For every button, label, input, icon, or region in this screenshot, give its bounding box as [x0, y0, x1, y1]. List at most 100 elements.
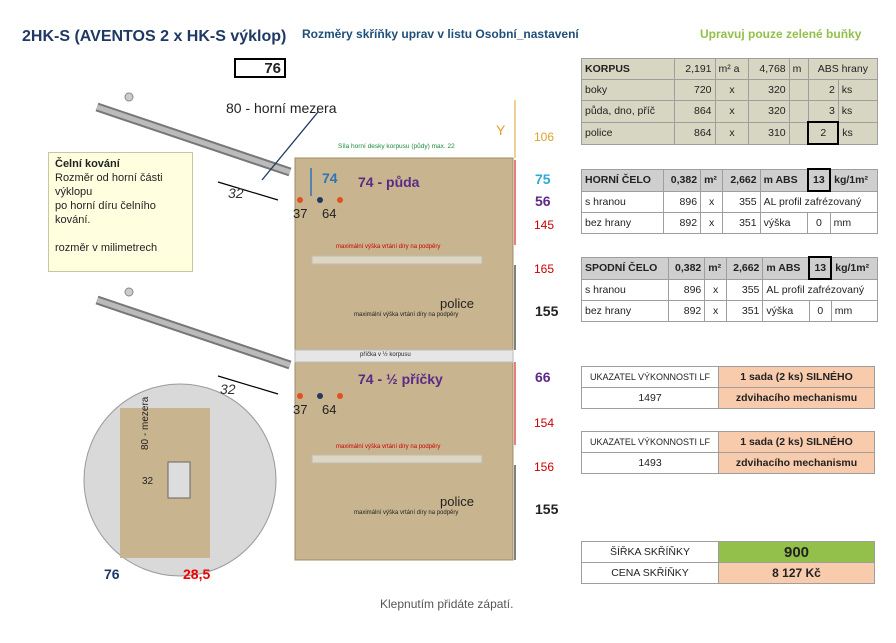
side-num-155b: 155: [535, 501, 559, 517]
police-label-1: police: [440, 296, 474, 311]
lf-table-1: UKAZATEL VÝKONNOSTI LF 1 sada (2 ks) SIL…: [581, 366, 875, 409]
sirka-label: ŠÍŘKA SKŘÍŇKY: [581, 541, 719, 563]
row-u: ks: [837, 100, 879, 123]
lf-value: 1497: [581, 387, 719, 409]
drill-point: [337, 197, 343, 203]
lift-arm-bottom-inner: [96, 297, 291, 368]
lf-label: UKAZATEL VÝKONNOSTI LF: [581, 431, 719, 453]
footer-placeholder[interactable]: Klepnutím přidáte zápatí.: [380, 597, 514, 611]
y-label: Y: [496, 122, 506, 138]
drill-point: [337, 393, 343, 399]
cena-value: 8 127 Kč: [718, 562, 875, 584]
horni-m2: m²: [700, 168, 724, 192]
cabinet-drawing: 32 32: [83, 92, 516, 577]
detail-gap-label: 80 - mezera: [140, 396, 151, 450]
detail-hinge: [167, 461, 191, 499]
row-b: 310: [748, 121, 790, 145]
row-b: 320: [748, 79, 790, 101]
row-name: boky: [580, 79, 676, 101]
max-height-3: maximální výška vrtání díry na podpěry: [336, 444, 441, 450]
row-name: police: [580, 121, 676, 145]
side-num-145: 145: [534, 218, 555, 232]
spodni-area: 0,382: [667, 256, 706, 280]
max-height-2: maximální výška vrtání díry na podpěry: [354, 312, 459, 318]
spodni-len: 2,662: [725, 256, 764, 280]
horni-label: HORNÍ ČELO: [581, 168, 664, 192]
side-num-106: 106: [534, 130, 555, 144]
horni-area: 0,382: [662, 168, 702, 192]
comment-note: Čelní kování Rozměr od horní části výklo…: [48, 152, 193, 272]
police-label-2: police: [440, 494, 474, 509]
bottom-left-value: 76: [104, 566, 120, 582]
row-al: AL profil zafrézovaný: [762, 278, 878, 301]
pricka-label: 74 - ½ příčky: [358, 371, 443, 387]
row-q: 3: [807, 100, 839, 123]
row-x: x: [714, 79, 750, 101]
row-x: x: [704, 300, 727, 322]
row-name: bez hrany: [581, 212, 664, 234]
dim-74: 74: [322, 170, 338, 186]
spodni-m2: m²: [704, 256, 727, 280]
row-v: výška: [762, 300, 810, 322]
row-a: 892: [667, 300, 706, 322]
row-x: x: [700, 190, 724, 213]
korpus-len: 4,768: [748, 58, 790, 80]
cena-label: CENA SKŘÍŇKY: [581, 562, 719, 584]
row-x: x: [714, 121, 750, 145]
dim-37b: 37: [293, 402, 308, 417]
row-a: 896: [667, 278, 706, 301]
dim-32a: 32: [228, 185, 244, 201]
row-name: s hranou: [581, 190, 664, 213]
cabinet-divider: [294, 349, 514, 363]
lf-r2: zdvihacího mechanismu: [718, 452, 875, 474]
row-b: 351: [725, 300, 764, 322]
row-x: x: [704, 278, 727, 301]
lf-r1: 1 sada (2 ks) SILNÉHO: [718, 431, 875, 453]
side-num-56: 56: [535, 193, 551, 209]
sila-label: Síla horní desky korpusu (půdy) max. 22: [338, 143, 455, 150]
note-line: po horní díru čelního: [55, 200, 156, 212]
row-v: výška: [759, 212, 809, 234]
bottom-mid-value: 28,5: [183, 566, 211, 582]
spodni-mabs: m ABS: [762, 256, 810, 280]
korpus-m2: m² a: [714, 58, 750, 80]
sirka-input[interactable]: 900: [718, 541, 875, 563]
lf-r1: 1 sada (2 ks) SILNÉHO: [718, 366, 875, 388]
row-u: ks: [837, 121, 879, 145]
page-title: 2HK-S (AVENTOS 2 x HK-S výklop): [22, 28, 287, 45]
row-u: ks: [837, 79, 879, 101]
max-height-1: maximální výška vrtání díry na podpěry: [336, 244, 441, 250]
police-qty-input[interactable]: 2: [807, 121, 840, 145]
note-heading: Čelní kování: [55, 158, 120, 170]
note-line: Rozměr od horní části: [55, 172, 163, 184]
side-num-155a: 155: [535, 303, 559, 319]
row-x: x: [700, 212, 724, 234]
spodni-celo-table: SPODNÍ ČELO 0,382 m² 2,662 m ABS 13 kg/1…: [581, 256, 879, 322]
row-mm: mm: [829, 212, 879, 234]
horni-kg-input[interactable]: 13: [806, 168, 832, 192]
arm-knob-top: [124, 92, 134, 102]
green-hint: Upravuj pouze zelené buňky: [700, 27, 862, 41]
lf-table-2: UKAZATEL VÝKONNOSTI LF 1 sada (2 ks) SIL…: [581, 431, 875, 474]
horni-mabs: m ABS: [759, 168, 809, 192]
subtitle: Rozměry skříňky uprav v listu Osobní_nas…: [302, 27, 579, 41]
dim-64a: 64: [322, 206, 337, 221]
note-line: rozměr v milimetrech: [55, 242, 158, 254]
side-num-156: 156: [534, 460, 555, 474]
row-b: 320: [748, 100, 790, 123]
dim-37a: 37: [293, 206, 308, 221]
note-line: kování.: [55, 214, 91, 226]
row-a: 864: [674, 121, 716, 145]
row-x: x: [714, 100, 750, 123]
detail-32: 32: [142, 476, 154, 487]
side-num-75: 75: [535, 171, 551, 187]
row-q: 2: [807, 79, 839, 101]
row-b: 351: [722, 212, 761, 234]
side-num-66: 66: [535, 369, 551, 385]
spodni-kg-input[interactable]: 13: [808, 256, 833, 280]
spodni-label: SPODNÍ ČELO: [581, 256, 669, 280]
side-num-154: 154: [534, 416, 555, 430]
front-fitting-input[interactable]: 76: [234, 58, 286, 78]
pricka-small: příčka v ½ korpusu: [360, 352, 411, 358]
horni-len: 2,662: [722, 168, 761, 192]
